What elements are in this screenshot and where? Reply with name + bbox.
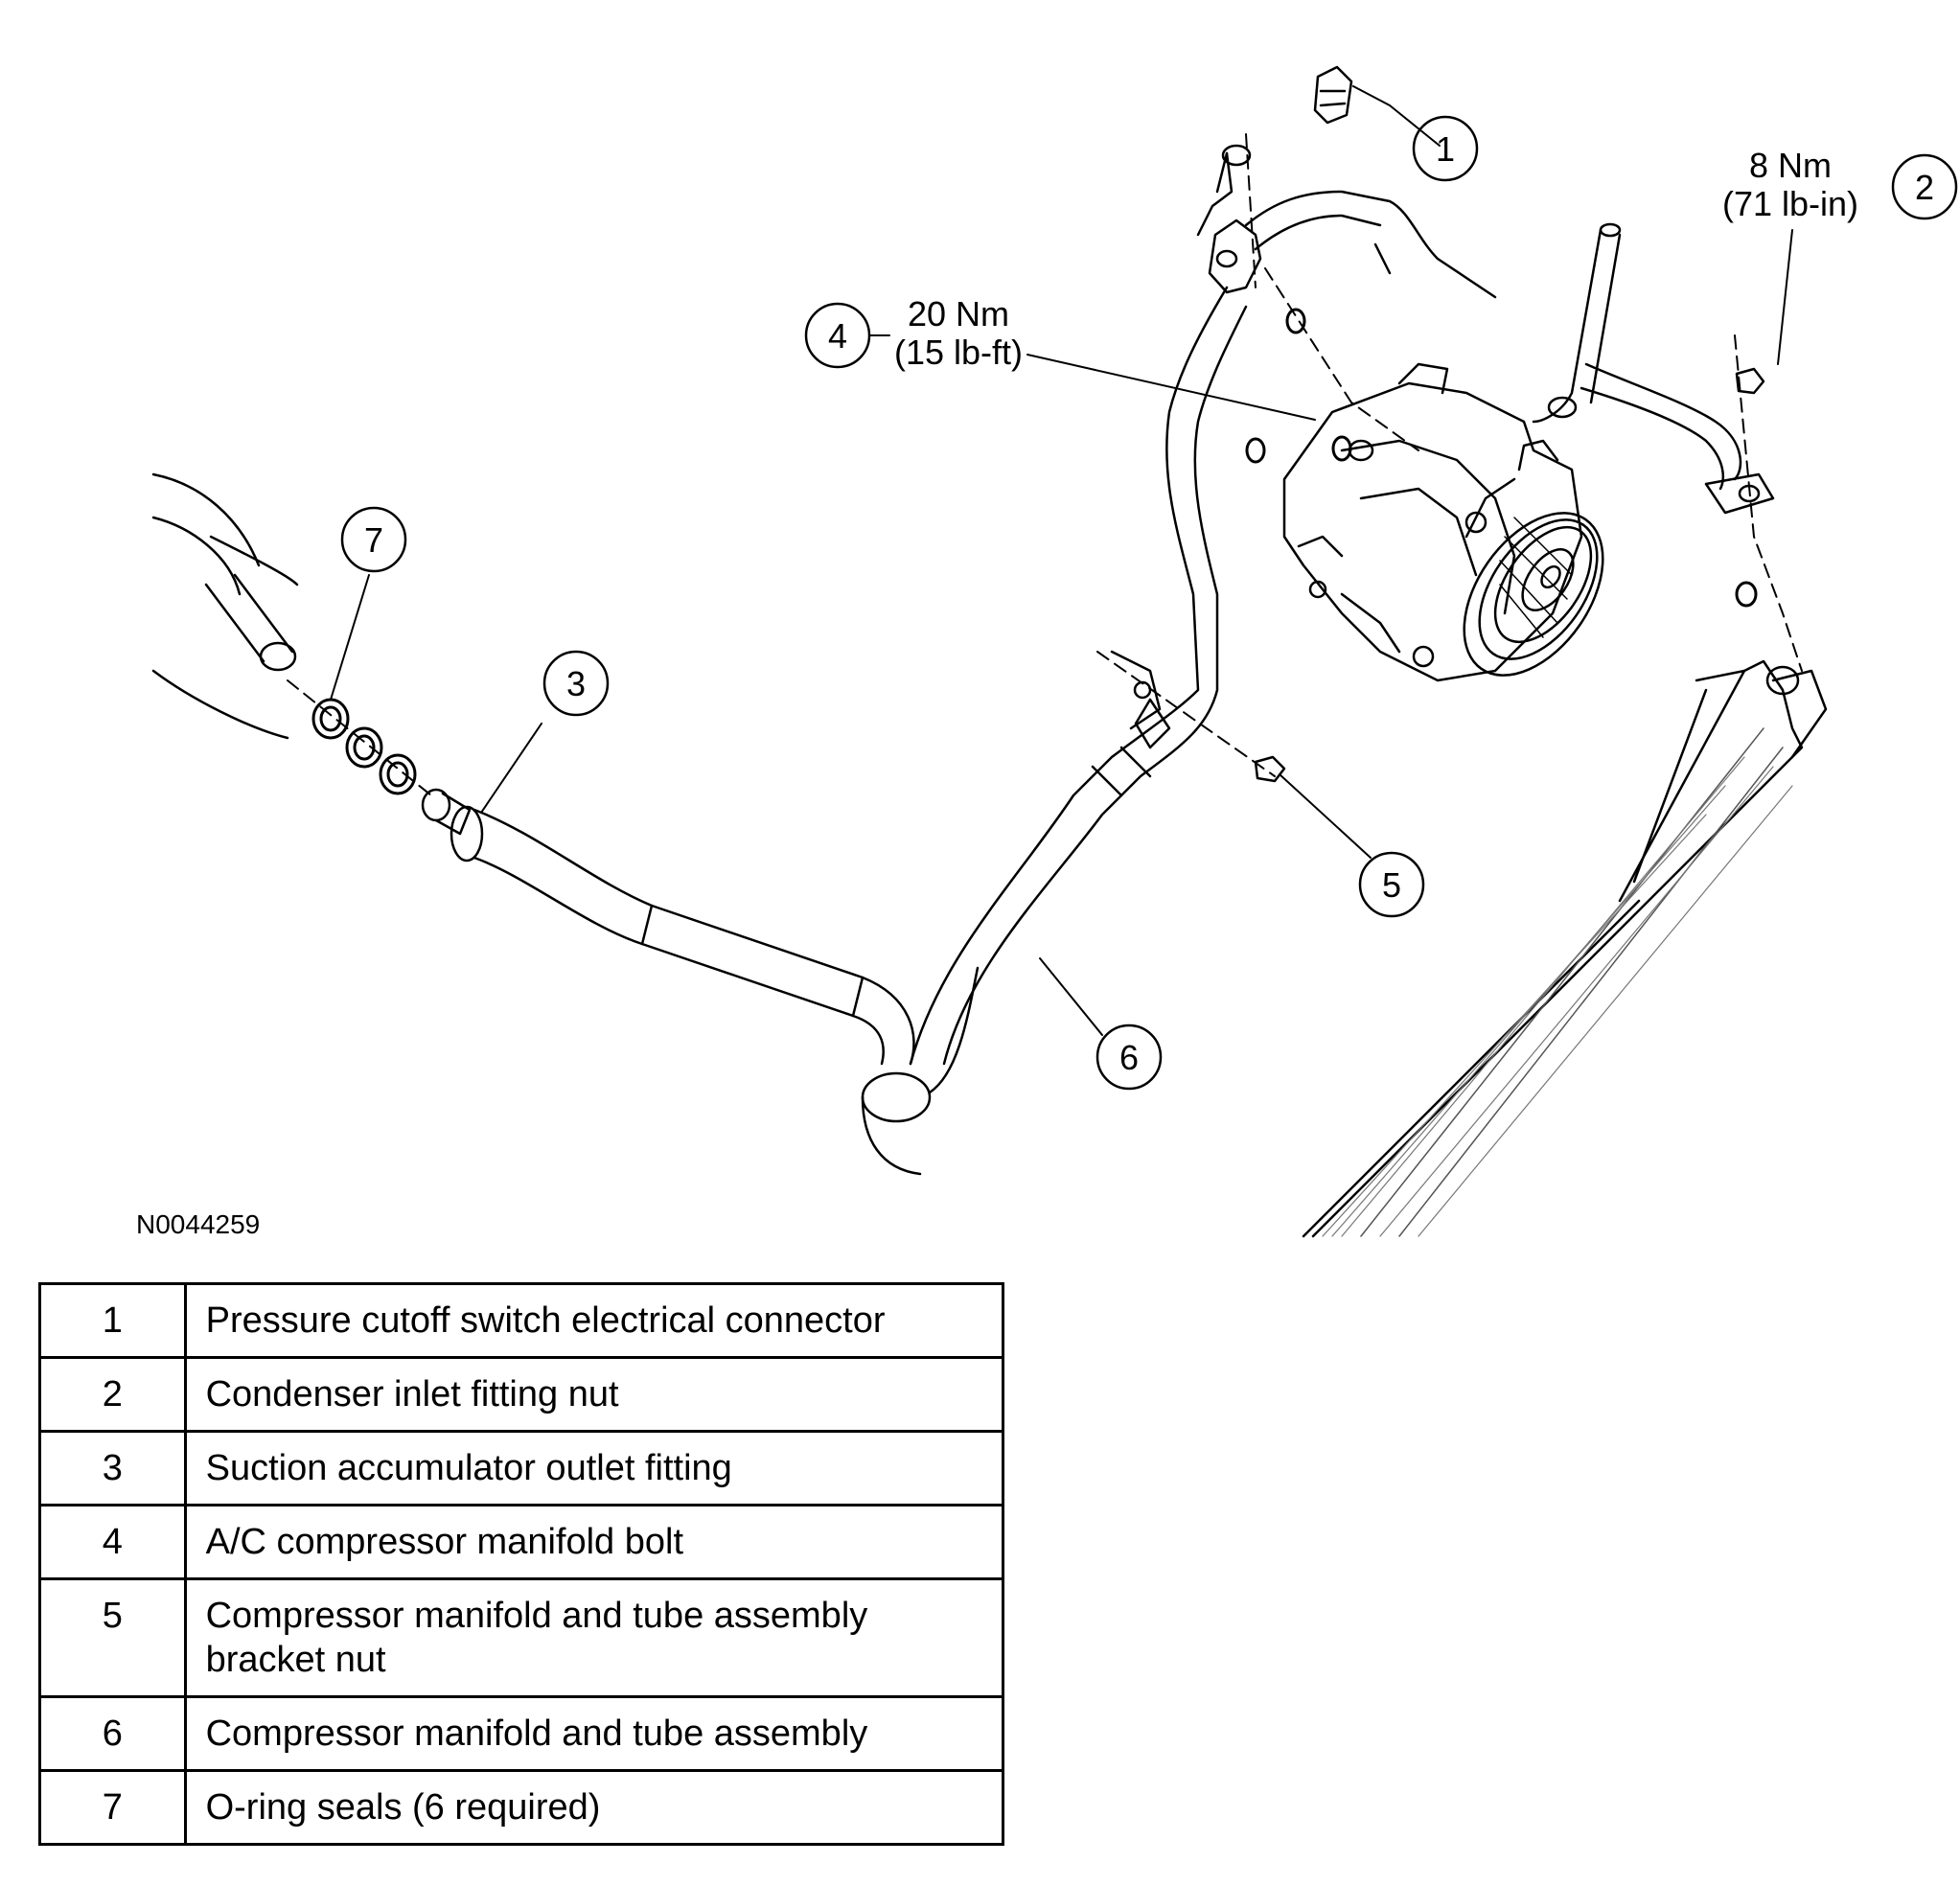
legend-number: 4 xyxy=(38,1504,187,1580)
legend-row: 7 O-ring seals (6 required) xyxy=(38,1769,1005,1846)
bracket-stud-axis xyxy=(1096,651,1276,777)
suction-tube xyxy=(421,788,980,1176)
torque-spec-item-4: 20 Nm (15 lb-ft) xyxy=(894,294,1023,372)
callout-3: 3 xyxy=(542,650,610,717)
legend-description: Compressor manifold and tube assembly br… xyxy=(183,1577,1005,1698)
svg-text:1: 1 xyxy=(1436,129,1455,169)
compressor-clutch-pulley xyxy=(1463,512,1604,677)
svg-text:4: 4 xyxy=(828,316,847,356)
legend-number: 6 xyxy=(38,1695,187,1772)
legend-row: 4 A/C compressor manifold bolt xyxy=(38,1504,1005,1580)
condenser-fitting-nut xyxy=(1735,367,1765,395)
compressor-manifold xyxy=(1196,144,1497,299)
leader-lines xyxy=(330,85,1793,1036)
callout-4: 4 xyxy=(804,302,871,369)
legend-row: 5 Compressor manifold and tube assembly … xyxy=(38,1577,1005,1698)
svg-text:3: 3 xyxy=(566,664,586,703)
o-ring-seals xyxy=(311,308,1758,795)
axis-line-oring xyxy=(287,679,432,796)
condenser-axis xyxy=(1734,334,1803,672)
condenser xyxy=(1302,659,1828,1238)
legend-number: 3 xyxy=(38,1430,187,1506)
ac-compressor xyxy=(1282,362,1583,682)
legend-description: A/C compressor manifold bolt xyxy=(183,1504,1005,1580)
svg-text:8 Nm: 8 Nm xyxy=(1749,146,1832,185)
legend-row: 6 Compressor manifold and tube assembly xyxy=(38,1695,1005,1772)
discharge-hose xyxy=(909,286,1248,1066)
suction-accumulator xyxy=(151,472,299,740)
legend-table: 1 Pressure cutoff switch electrical conn… xyxy=(38,1282,1005,1846)
exploded-parts-illustration: 1 2 3 4 5 6 7 8 Nm (71 lb-in) 20 Nm (15 … xyxy=(151,65,1958,1238)
legend-number: 1 xyxy=(38,1282,187,1359)
callout-6: 6 xyxy=(1095,1024,1163,1091)
manifold-axis xyxy=(1264,267,1419,451)
legend-description: Condenser inlet fitting nut xyxy=(183,1356,1005,1433)
torque-spec-item-2: 8 Nm (71 lb-in) xyxy=(1722,146,1858,223)
svg-text:5: 5 xyxy=(1382,865,1401,905)
pressure-switch xyxy=(1313,65,1353,125)
legend-description: O-ring seals (6 required) xyxy=(183,1769,1005,1846)
legend-description: Pressure cutoff switch electrical connec… xyxy=(183,1282,1005,1359)
bracket-nut xyxy=(1254,755,1286,783)
legend-number: 7 xyxy=(38,1769,187,1846)
callout-5: 5 xyxy=(1358,851,1425,918)
svg-text:20 Nm: 20 Nm xyxy=(908,294,1009,334)
legend-number: 2 xyxy=(38,1356,187,1433)
legend-row: 3 Suction accumulator outlet fitting xyxy=(38,1430,1005,1506)
legend-number: 5 xyxy=(38,1577,187,1698)
condenser-tube xyxy=(1532,222,1775,515)
callout-7: 7 xyxy=(340,506,407,573)
callout-2: 2 xyxy=(1891,153,1958,220)
legend-description: Compressor manifold and tube assembly xyxy=(183,1695,1005,1772)
svg-text:(15 lb-ft): (15 lb-ft) xyxy=(894,333,1023,372)
svg-text:2: 2 xyxy=(1915,168,1934,207)
svg-text:6: 6 xyxy=(1119,1038,1139,1077)
callout-1: 1 xyxy=(1412,115,1479,182)
switch-axis xyxy=(1245,133,1257,288)
svg-text:7: 7 xyxy=(364,520,383,560)
legend-row: 1 Pressure cutoff switch electrical conn… xyxy=(38,1282,1005,1359)
svg-text:(71 lb-in): (71 lb-in) xyxy=(1722,184,1858,223)
figure-id: N0044259 xyxy=(136,1209,261,1239)
legend-row: 2 Condenser inlet fitting nut xyxy=(38,1356,1005,1433)
legend-description: Suction accumulator outlet fitting xyxy=(183,1430,1005,1506)
